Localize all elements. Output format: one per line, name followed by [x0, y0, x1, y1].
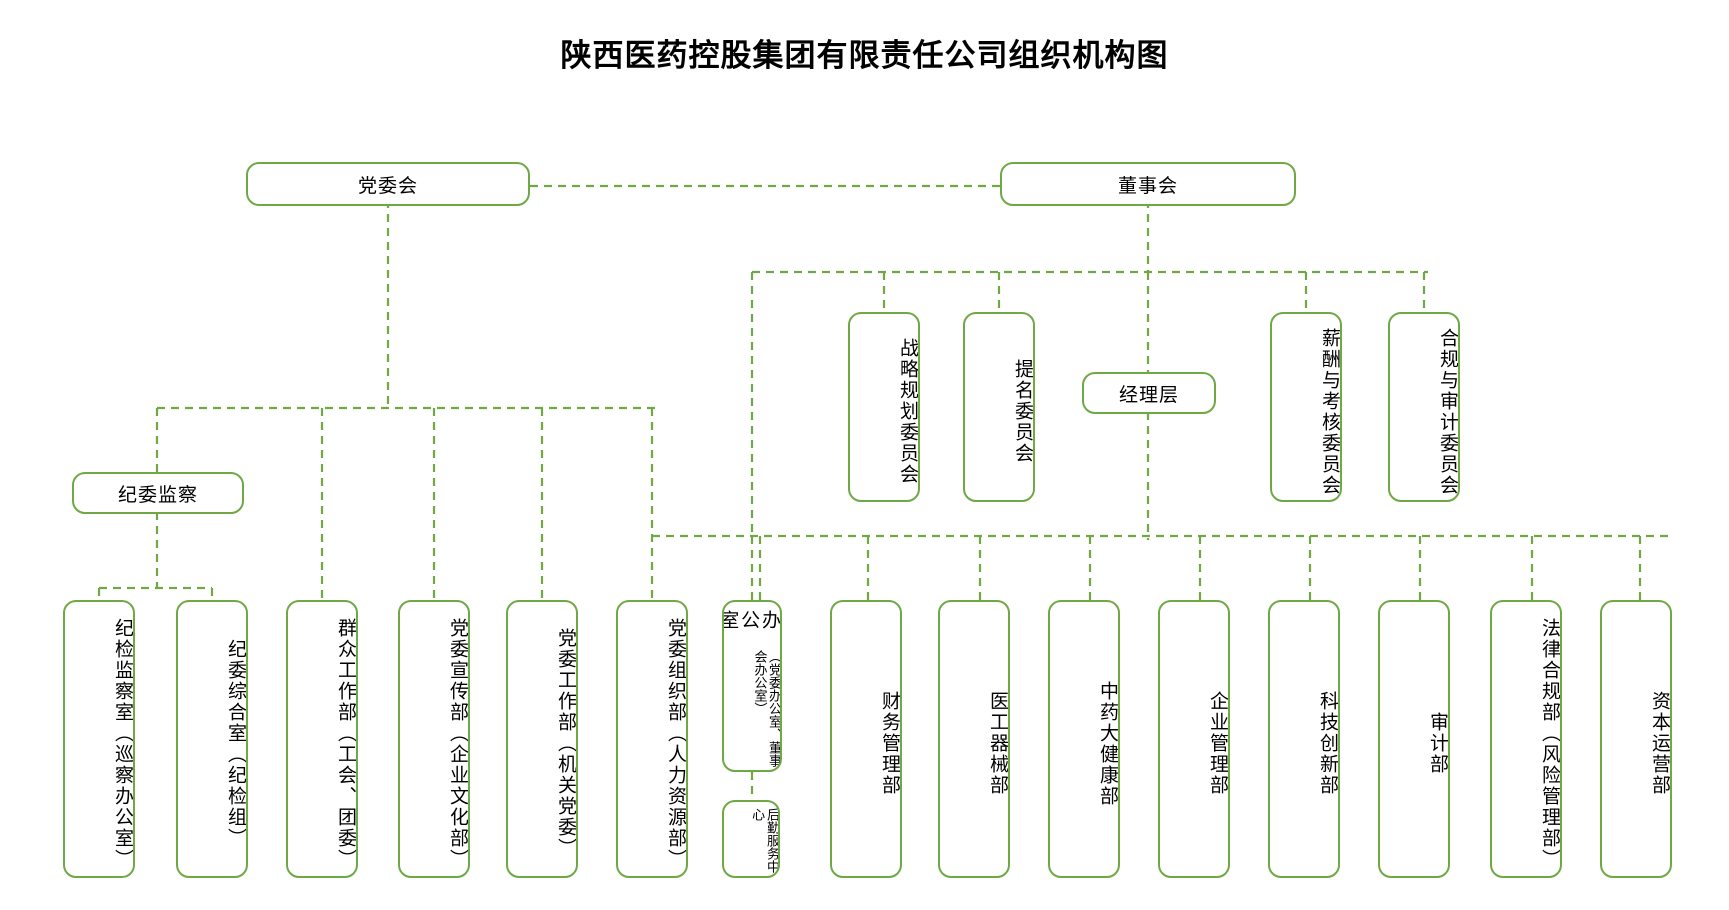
node-dept-finance[interactable]: 财务管理部 — [830, 600, 902, 878]
node-dept-tcm-health[interactable]: 中药大健康部 — [1048, 600, 1120, 878]
node-label: 党委宣传部（企业文化部） — [447, 617, 469, 870]
node-label: 法律合规部（风险管理部） — [1539, 617, 1561, 870]
node-label: 提名委员会 — [1012, 359, 1034, 464]
node-dept-propaganda[interactable]: 党委宣传部（企业文化部） — [398, 600, 470, 878]
node-committee-nomination[interactable]: 提名委员会 — [963, 312, 1035, 502]
node-dept-sci-tech-innovation[interactable]: 科技创新部 — [1268, 600, 1340, 878]
node-dept-capital-operation[interactable]: 资本运营部 — [1600, 600, 1672, 878]
node-management-layer[interactable]: 经理层 — [1082, 372, 1216, 414]
node-dept-legal-compliance[interactable]: 法律合规部（风险管理部） — [1490, 600, 1562, 878]
node-dept-office[interactable]: 办公室 （党委办公室、董事会办公室） — [722, 600, 782, 772]
node-dept-audit[interactable]: 审计部 — [1378, 600, 1450, 878]
node-label: 财务管理部 — [879, 691, 901, 796]
node-dept-discipline-office[interactable]: 纪检监察室（巡察办公室） — [63, 600, 135, 878]
node-label: 科技创新部 — [1317, 691, 1339, 796]
node-label: 党委工作部（机关党委） — [555, 628, 577, 859]
node-committee-compliance-audit[interactable]: 合规与审计委员会 — [1388, 312, 1460, 502]
node-label: 薪酬与考核委员会 — [1319, 327, 1341, 496]
node-dept-medical-devices[interactable]: 医工器械部 — [938, 600, 1010, 878]
node-label-sub: （党委办公室、董事会办公室） — [751, 649, 781, 767]
node-committee-strategy[interactable]: 战略规划委员会 — [848, 312, 920, 502]
node-label: 后勤服务中心 — [749, 808, 779, 873]
node-label: 中药大健康部 — [1097, 680, 1119, 807]
node-party-committee[interactable]: 党委会 — [246, 162, 530, 206]
node-label: 战略规划委员会 — [897, 338, 919, 485]
node-label: 纪委综合室（纪检组） — [225, 638, 247, 849]
node-dept-logistics[interactable]: 后勤服务中心 — [722, 800, 780, 878]
node-label: 纪委监察 — [117, 483, 198, 506]
node-label: 企业管理部 — [1207, 691, 1229, 796]
node-label: 经理层 — [1118, 383, 1179, 406]
page-title: 陕西医药控股集团有限责任公司组织机构图 — [560, 38, 1169, 74]
node-dept-party-work[interactable]: 党委工作部（机关党委） — [506, 600, 578, 878]
node-dept-mass-work[interactable]: 群众工作部（工会、团委） — [286, 600, 358, 878]
node-label: 医工器械部 — [987, 691, 1009, 796]
node-label: 办公室 — [722, 610, 781, 630]
node-dept-discipline-general[interactable]: 纪委综合室（纪检组） — [176, 600, 248, 878]
node-dept-enterprise-mgmt[interactable]: 企业管理部 — [1158, 600, 1230, 878]
node-label: 资本运营部 — [1649, 691, 1671, 796]
node-label: 党委组织部（人力资源部） — [665, 617, 687, 870]
node-label: 纪检监察室（巡察办公室） — [112, 617, 134, 870]
node-board-of-directors[interactable]: 董事会 — [1000, 162, 1296, 206]
node-discipline-inspection[interactable]: 纪委监察 — [72, 472, 244, 514]
node-label: 党委会 — [357, 174, 418, 197]
node-label: 合规与审计委员会 — [1437, 327, 1459, 496]
node-label: 群众工作部（工会、团委） — [335, 617, 357, 870]
node-label: 董事会 — [1117, 174, 1178, 197]
node-committee-compensation[interactable]: 薪酬与考核委员会 — [1270, 312, 1342, 502]
node-dept-organization[interactable]: 党委组织部（人力资源部） — [616, 600, 688, 878]
node-label: 审计部 — [1427, 712, 1449, 775]
